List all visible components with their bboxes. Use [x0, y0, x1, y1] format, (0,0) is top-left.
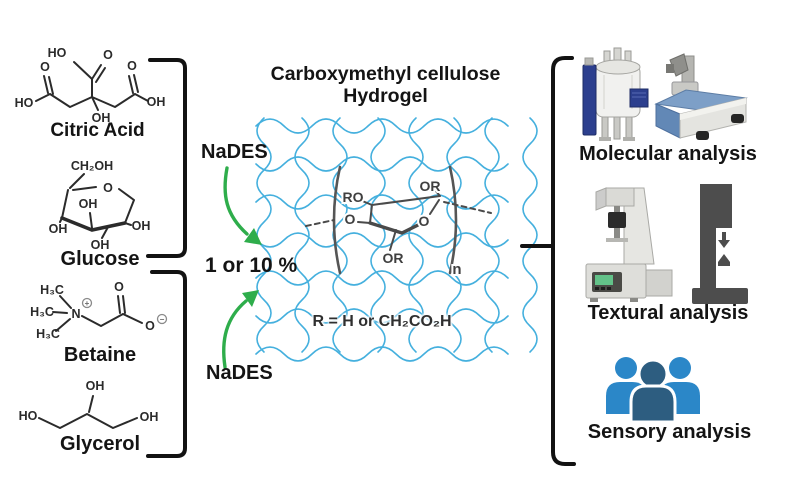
atom-label: OH [132, 219, 151, 233]
right-parenthesis [448, 165, 458, 275]
atom-label: OH [86, 379, 105, 393]
nades-label-top: NaDES [201, 141, 268, 163]
atom-label: H₃C [40, 283, 64, 297]
arrowhead-top [244, 228, 262, 245]
group-bracket-nades2 [146, 270, 187, 458]
citric-acid-label: Citric Acid [50, 120, 145, 141]
nades-label-bottom: NaDES [206, 362, 273, 384]
atom-label: OR [383, 250, 404, 266]
people-icon [606, 357, 700, 424]
arrow-bottom [222, 299, 248, 369]
atom-label: O [145, 319, 155, 333]
betaine-label: Betaine [63, 344, 137, 366]
minus-charge-circle [156, 313, 168, 325]
analysis-brace [520, 56, 576, 466]
atom-label: O [40, 60, 50, 74]
n-subscript: n [452, 261, 461, 278]
betaine-structure: + − H₃C H₃C H₃C N O O [30, 280, 168, 341]
molecular-analysis-label: Molecular analysis [579, 143, 757, 165]
charge-label: − [160, 315, 165, 324]
atom-label: N [71, 307, 80, 321]
atom-label: OH [140, 410, 159, 424]
atom-label: O [127, 59, 137, 73]
nades-arrows [222, 166, 262, 369]
atom-label: HO [15, 96, 34, 110]
title-line1: Carboxymethyl cellulose [270, 63, 501, 85]
ftir-spectrometer-icon [654, 53, 748, 140]
figure-title: Carboxymethyl cellulose Hydrogel [243, 63, 528, 108]
arrowhead-bottom [242, 290, 259, 307]
atom-label: H₃C [36, 327, 60, 341]
atom-label: O [114, 280, 124, 294]
charge-label: + [85, 299, 90, 308]
rheometer-icon [585, 187, 673, 302]
atom-label: OH [49, 222, 68, 236]
atom-label: HO [48, 46, 67, 60]
citric-acid-structure: HO O O HO O OH OH [15, 46, 166, 125]
concentration-label: 1 or 10 % [205, 254, 298, 277]
glycerol-structure: OH HO OH [19, 379, 159, 429]
atom-label: H₃C [30, 305, 54, 319]
atom-label: OH [92, 111, 111, 125]
glycerol-label: Glycerol [59, 433, 141, 455]
atom-label: OR [420, 178, 441, 194]
glycosidic-dash-left [305, 219, 335, 227]
plus-charge-circle [81, 297, 93, 309]
atom-label: RO [343, 189, 364, 205]
glucose-structure: CH₂OH O OH OH OH OH [49, 159, 151, 252]
title-line2: Hydrogel [343, 85, 428, 108]
atom-label: OH [91, 238, 110, 252]
atom-label: HO [19, 409, 38, 423]
atom-label: O [103, 181, 113, 195]
hydrogel-network [255, 117, 538, 362]
group-bracket-nades1 [146, 58, 187, 258]
nmr-spectrometer-icon [582, 47, 649, 141]
sensory-analysis-label: Sensory analysis [587, 421, 752, 443]
r-group-definition: R = H or CH₂CO₂H [312, 313, 452, 330]
atom-label: CH₂OH [71, 159, 113, 173]
glycosidic-dash-right [443, 201, 492, 214]
atom-label: OH [147, 95, 166, 109]
atom-label: O [419, 213, 430, 229]
atom-label: O [103, 48, 113, 62]
glucose-label: Glucose [60, 248, 140, 270]
texture-analyzer-icon [692, 184, 748, 304]
cellulose-repeat-unit: RO OR O O OR n [305, 165, 492, 280]
textural-analysis-label: Textural analysis [587, 302, 749, 324]
arrow-top [223, 166, 249, 236]
atom-label: O [345, 211, 356, 227]
atom-label: OH [79, 197, 98, 211]
